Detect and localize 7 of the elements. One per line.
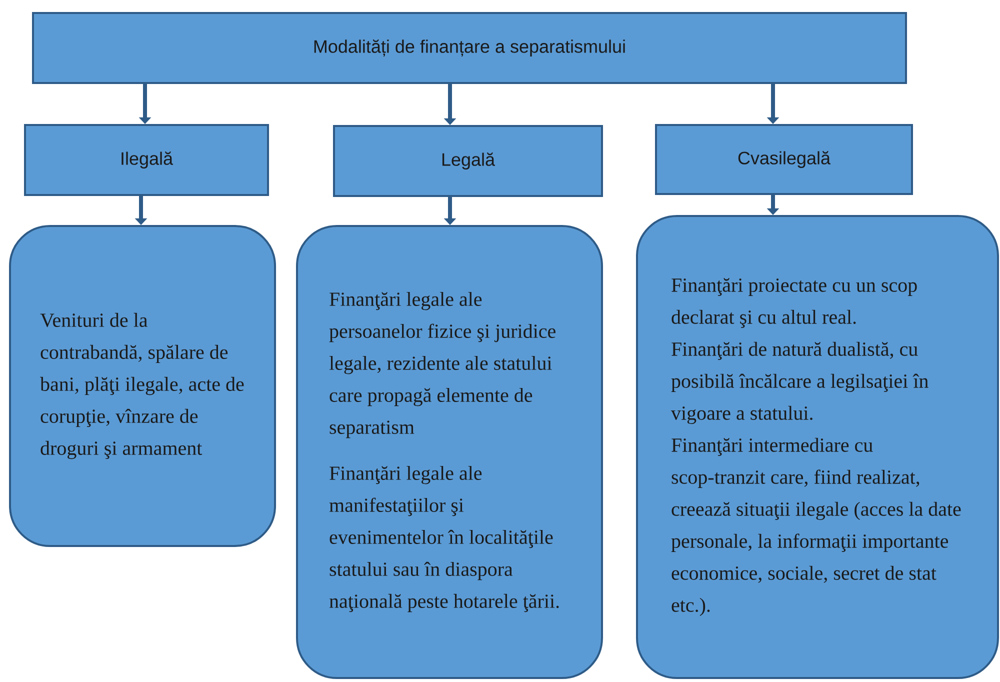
description-box: Finanţări legale ale persoanelor fizice şi juridice legale, rezidente ale statului care propagă elemente de separatism Finanţări legale ale manifestaţiilor şi evenimentelor în localităţile statului sau în diaspora naţională peste hotarele ţării. <box>296 225 603 679</box>
description-box: Venituri de la contrabandă, spălare de bani, plăţi ilegale, acte de corupţie, vînzare de droguri şi armament <box>9 225 276 547</box>
title-box: Modalități de finanțare a separatismului <box>32 12 907 84</box>
category-box: Legală <box>333 125 603 197</box>
category-box: Ilegală <box>24 124 270 196</box>
description-box: Finanţări proiectate cu un scop declarat şi cu altul real. Finanţări de natură dualistă, cu posibilă încălcare a legilsaţiei în vigoare a statului. Finanţări intermediare cu scop-tranzit care, fiind realizat, creează situaţii ilegale (acces la date personale, la informaţii importante economice, sociale, secret de stat etc.). <box>636 215 999 679</box>
category-box: Cvasilegală <box>655 124 913 195</box>
